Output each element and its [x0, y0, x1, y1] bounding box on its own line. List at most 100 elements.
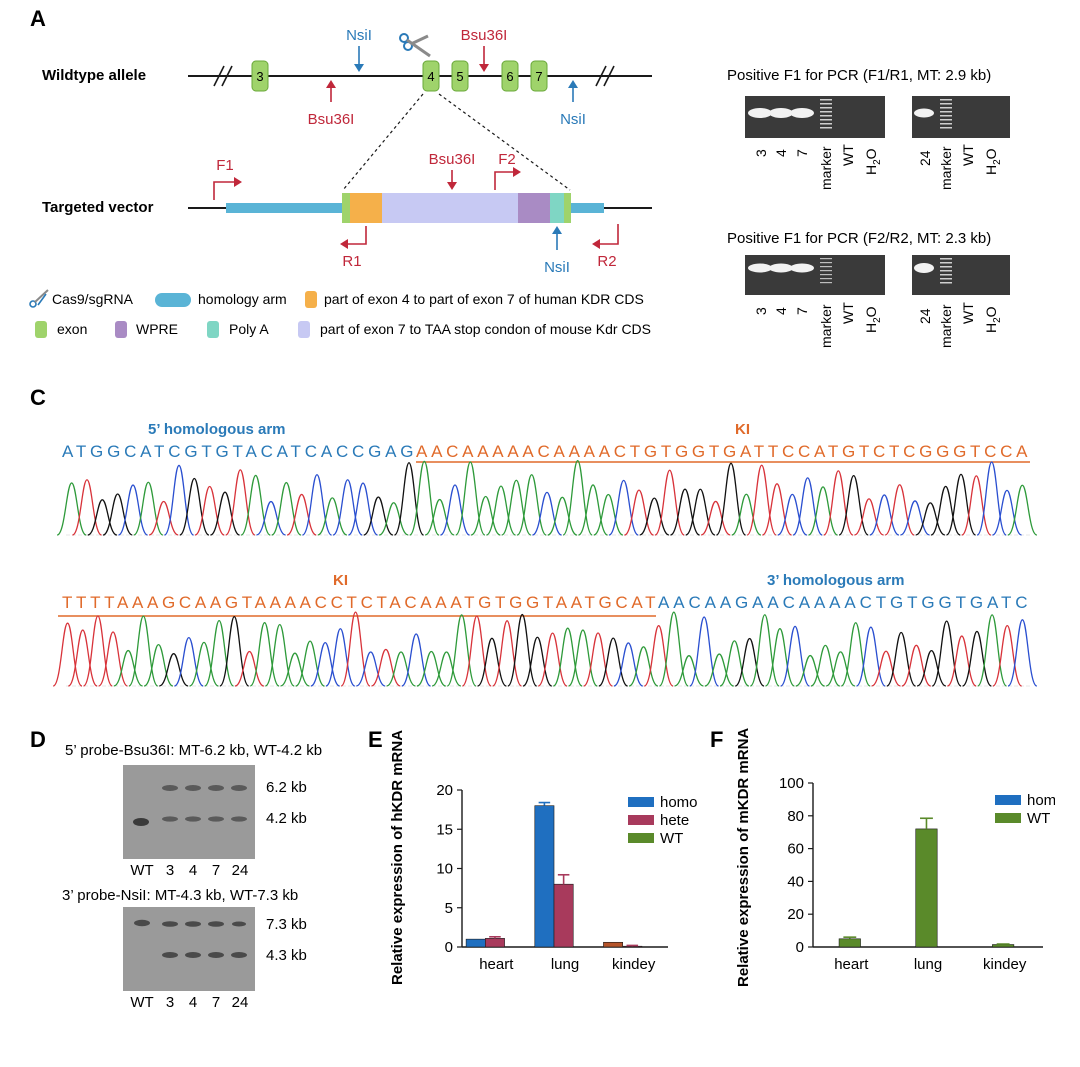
gel-1-left-bands [748, 99, 832, 129]
human-kdr-segment [350, 193, 382, 223]
trace-peak [117, 484, 149, 536]
blot-2-band-label-1: 7.3 kb [266, 916, 307, 933]
trace-peak [234, 650, 265, 687]
y-tick-label: 10 [436, 861, 453, 878]
chart-f-plot: 020406080100heartlungkindeyhomoWT [779, 775, 1055, 973]
svg-text:Cas9/sgRNA: Cas9/sgRNA [52, 291, 134, 307]
svg-text:WT: WT [130, 862, 153, 879]
trace-peak [901, 644, 932, 687]
trace-peak [916, 649, 947, 687]
svg-text:3: 3 [166, 994, 174, 1011]
legend-swatch [995, 813, 1021, 823]
trace-peak [838, 474, 869, 536]
trace-peak [179, 477, 210, 536]
gel-1-left [745, 96, 885, 138]
seq1-arm: ATGGCATCGTGTACATCACCGAG [62, 442, 414, 461]
mouse-kdr-segment [382, 193, 518, 223]
exon-5: 5 [451, 60, 469, 92]
gel-1-lane-labels: 3 4 7 marker WT H2O 24 marker WT H2O [753, 144, 1003, 190]
trace-peak [280, 652, 310, 687]
polya-segment [550, 193, 564, 223]
blot-1-title: 5’ probe-Bsu36I: MT-6.2 kb, WT-4.2 kb [65, 742, 322, 759]
scissors-icon [399, 33, 431, 58]
wildtype-allele-label: Wildtype allele [42, 67, 146, 84]
trace-peak [734, 637, 765, 687]
trace-peak [102, 493, 133, 536]
trace-peak [562, 459, 593, 536]
svg-text:Bsu36I: Bsu36I [461, 27, 508, 44]
svg-text:4: 4 [189, 994, 197, 1011]
trace-peak [401, 633, 431, 687]
svg-text:7: 7 [212, 862, 220, 879]
svg-text:Bsu36I: Bsu36I [429, 151, 476, 168]
exon-3: 3 [251, 60, 269, 92]
svg-text:5: 5 [456, 69, 463, 84]
trace-peak [424, 498, 455, 536]
exon-7: 7 [530, 60, 548, 92]
blot-2-bands [134, 919, 247, 958]
blot-1-bands [133, 785, 247, 826]
legend-label: homo [1027, 792, 1055, 809]
y-tick-label: 0 [445, 939, 453, 956]
exon-6: 6 [501, 60, 519, 92]
svg-text:3: 3 [256, 69, 263, 84]
trace-peak [295, 640, 325, 687]
legend-label: hete [660, 812, 689, 829]
svg-text:R1: R1 [342, 253, 361, 270]
blot-2 [123, 907, 255, 991]
trace-peak [598, 637, 629, 687]
seq2-arm: AACAAGAACAAAACTGTGGTGATC [658, 593, 1028, 612]
trace-peak [577, 484, 609, 536]
blot-1-lane-labels: WT 3 4 7 24 [130, 862, 248, 879]
trace-peak [446, 614, 477, 687]
svg-text:7: 7 [212, 994, 220, 1011]
trace-peak [158, 653, 189, 687]
trace-peak [219, 616, 250, 687]
trace-peak [977, 614, 1008, 687]
trace-peak [264, 623, 295, 687]
panel-e-letter: E [368, 727, 383, 752]
y-tick-label: 15 [436, 821, 453, 838]
trace-peak [583, 632, 613, 687]
wpre-segment [518, 193, 550, 223]
seq2-ki: TTTTAAAGCAAGTAAAACCTCTACAAATGTGGTAATGCAT [62, 593, 656, 612]
trace-peak [731, 493, 762, 536]
trace-peak [148, 500, 179, 536]
trace-peak [98, 631, 129, 687]
svg-text:F1: F1 [216, 157, 234, 174]
y-tick-label: 20 [787, 906, 804, 923]
svg-text:4: 4 [773, 307, 789, 315]
trace-peak [522, 636, 553, 687]
nsil-site-vector: NsiI [544, 226, 570, 276]
blot-2-lane-labels: WT 3 4 7 24 [130, 994, 248, 1011]
blot-1-band-label-2: 4.2 kb [266, 810, 307, 827]
svg-text:Poly A: Poly A [229, 321, 269, 337]
trace-peak [840, 622, 871, 687]
trace-peak [143, 643, 174, 687]
trace-peak [900, 500, 930, 536]
break-mark [213, 65, 225, 87]
break-mark [221, 65, 233, 87]
trace-peak [173, 636, 204, 687]
trace-peak [749, 614, 780, 687]
trace-peak [393, 462, 425, 536]
x-tick-label: lung [551, 956, 579, 973]
svg-text:4: 4 [189, 862, 197, 879]
legend-exon: exon [35, 321, 87, 338]
svg-text:F2: F2 [498, 151, 516, 168]
trace-peak [204, 619, 235, 687]
trace-peak [762, 483, 792, 536]
trace-peak [886, 631, 917, 687]
svg-text:WT: WT [960, 144, 976, 166]
trace-peak [310, 641, 340, 687]
trace-peak [931, 620, 962, 687]
trace-peak [516, 474, 547, 536]
chromatogram-trace-1 [56, 459, 1038, 536]
svg-text:WPRE: WPRE [136, 321, 178, 337]
homology-arm-3 [570, 203, 604, 213]
svg-text:NsiI: NsiI [560, 111, 586, 128]
bsu36i-site-vector: Bsu36I [429, 151, 476, 190]
trace-peak [915, 502, 946, 536]
svg-text:6: 6 [506, 69, 513, 84]
